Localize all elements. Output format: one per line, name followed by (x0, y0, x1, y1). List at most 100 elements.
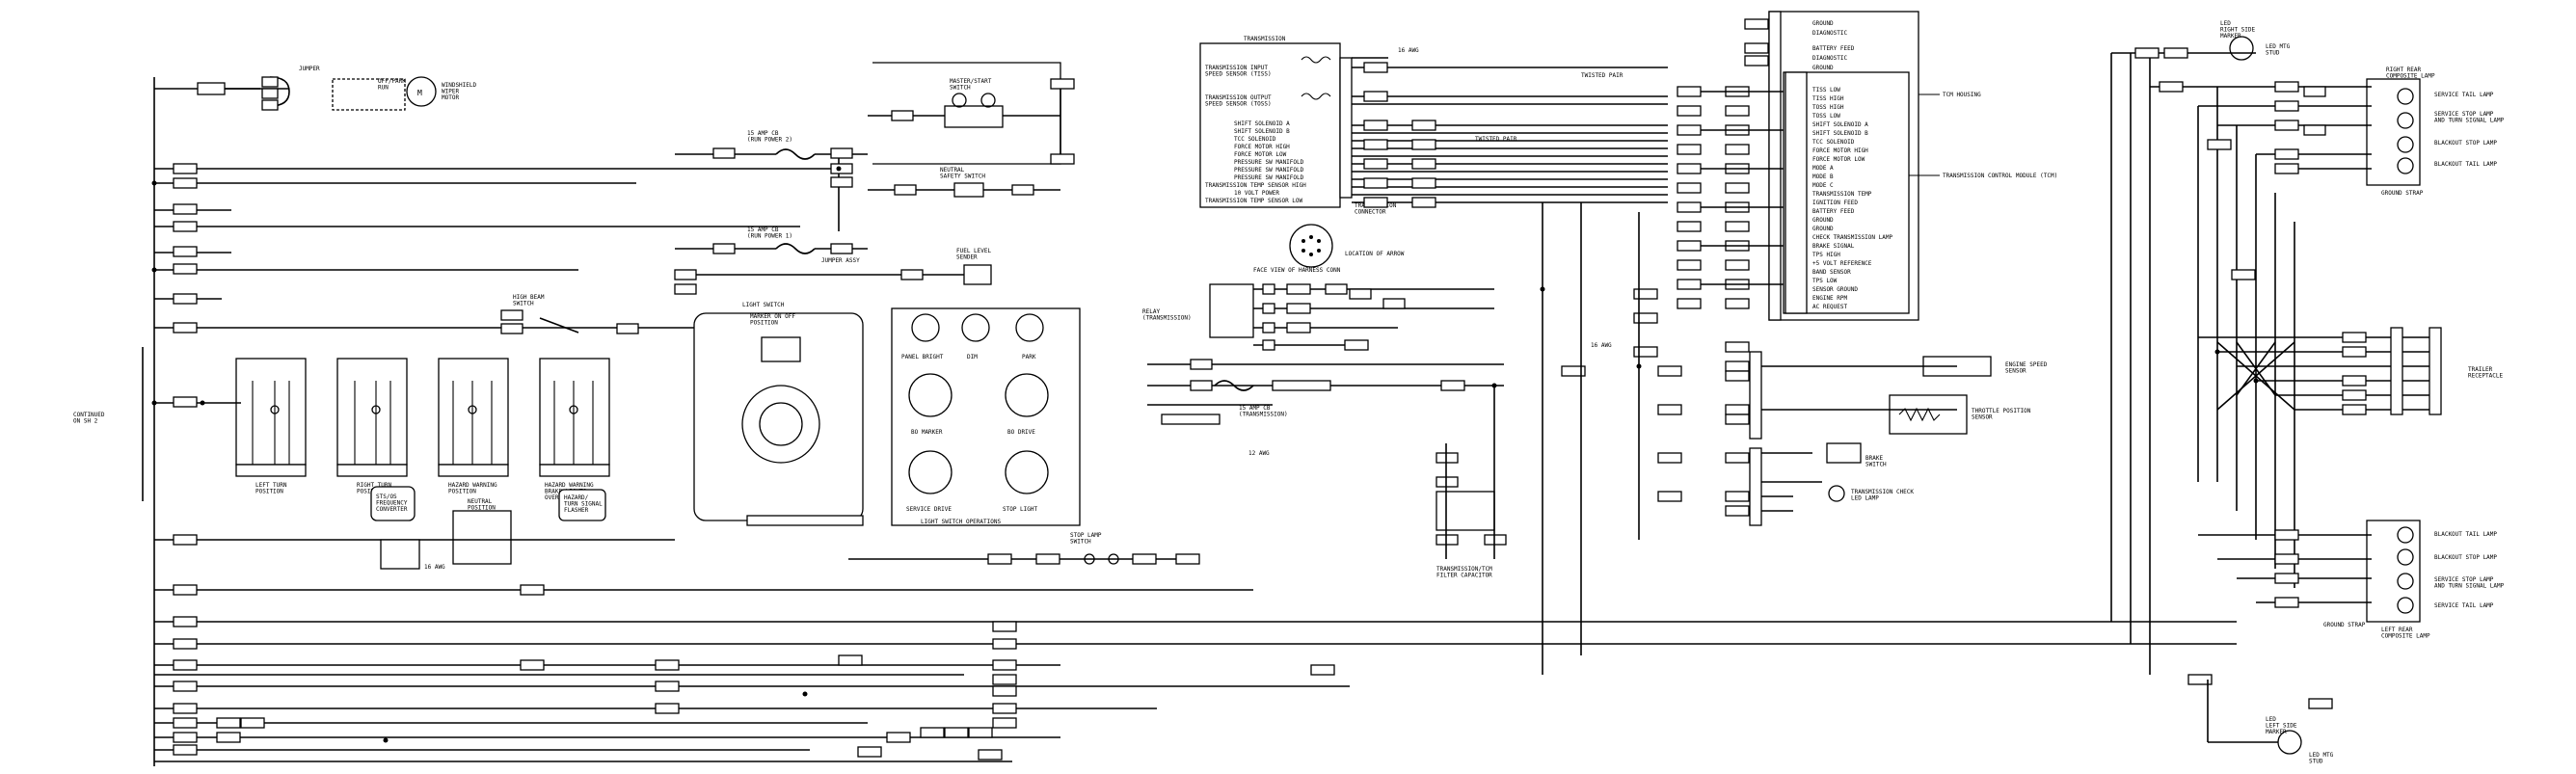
trans-sig-7: PRESSURE SW MANIFOLD (1234, 174, 1304, 181)
tcm-pin: TOSS LOW (1812, 113, 1840, 120)
trans-sig-3: FORCE MOTOR HIGH (1234, 144, 1290, 150)
tcm-pin: TPS LOW (1812, 278, 1838, 284)
tcm-pin: TPS HIGH (1812, 252, 1840, 258)
trans-sig-9: 10 VOLT POWER (1234, 190, 1279, 197)
cb2-label: 15 AMP CB(RUN POWER 2) (747, 130, 792, 144)
bo-drive-label: BO DRIVE (1007, 429, 1035, 436)
ground-strap-label: GROUND STRAP (2381, 190, 2424, 197)
dim-label: DIM (967, 354, 978, 360)
tcm-pin: CHECK TRANSMISSION LAMP (1812, 234, 1892, 241)
left-rear-composite: BLACKOUT TAIL LAMP BLACKOUT STOP LAMP SE… (2323, 520, 2505, 640)
tcm-top-1: DIAGNOSTIC (1812, 30, 1848, 37)
tcm-top-0: GROUND (1812, 20, 1834, 27)
tcm-pin: TISS LOW (1812, 87, 1840, 93)
tcm-pin: BATTERY FEED (1812, 208, 1855, 215)
trans-sig-4: FORCE MOTOR LOW (1234, 151, 1287, 158)
tcm-pin: MODE A (1812, 165, 1834, 172)
tcm-pin: MODE B (1812, 173, 1834, 180)
tcm-pin: IGNITION FEED (1812, 200, 1858, 206)
transmission-label: TRANSMISSION (1244, 36, 1286, 42)
service-drive-label: SERVICE DRIVE (906, 506, 952, 513)
tcm-label: TRANSMISSION CONTROL MODULE (TCM) (1943, 173, 2057, 179)
tcm-pin: TISS HIGH (1812, 95, 1844, 102)
cb-transmission: 15 AMP CB(TRANSMISSION) 12 AWG (1147, 359, 1504, 457)
bo-marker-label: BO MARKER (911, 429, 943, 436)
tcm-pin: SHIFT SOLENOID A (1812, 121, 1868, 128)
trans-sig-10: TRANSMISSION TEMP SENSOR LOW (1205, 198, 1303, 204)
wire-label-boxes (173, 82, 1335, 761)
tcm-pin: TOSS HIGH (1812, 104, 1844, 111)
tcm-housing-label: TCM HOUSING (1943, 92, 1981, 98)
tcm-pin: AC REQUEST (1812, 304, 1848, 310)
trans-sig-1: SHIFT SOLENOID B (1234, 128, 1290, 135)
location-arrow-label: LOCATION OF ARROW (1345, 251, 1405, 257)
awg16-label: 16 AWG (424, 564, 445, 571)
trans-sig-2: TCC SOLENOID (1234, 136, 1276, 143)
trans-sig-6: PRESSURE SW MANIFOLD (1234, 167, 1304, 173)
blackout-tail-label: BLACKOUT TAIL LAMP (2434, 161, 2497, 168)
tcm-pin: +5 VOLT REFERENCE (1812, 260, 1872, 267)
light-switch-operations: PANEL BRIGHT DIM PARK BO MARKER BO DRIVE… (891, 307, 1081, 526)
jumper-assy-label: JUMPER ASSY (821, 257, 860, 264)
tcm-top-2: BATTERY FEED (1812, 45, 1855, 52)
tcm-housing: TCM HOUSING TRANSMISSION CONTROL MODULE … (1768, 11, 2057, 321)
tcm-pin: BAND SENSOR (1812, 269, 1851, 276)
tcm-pin: BRAKE SIGNAL (1812, 243, 1855, 250)
relay-transmission: RELAY(TRANSMISSION) (1142, 283, 1494, 351)
relay-label: RELAY(TRANSMISSION) (1142, 308, 1192, 322)
cb-run-power-1: 15 AMP CB(RUN POWER 1) JUMPER ASSY (675, 227, 868, 264)
blackout-stop-label: BLACKOUT STOP LAMP (2434, 140, 2497, 147)
tcm-pin: SHIFT SOLENOID B (1812, 130, 1868, 137)
light-switch-ops-label: LIGHT SWITCH OPERATIONS (921, 519, 1001, 525)
awg16-trans-label: 16 AWG (1398, 47, 1419, 54)
svg-text:M: M (417, 89, 422, 97)
stop-light-label: STOP LIGHT (1003, 506, 1038, 513)
service-tail-label: SERVICE TAIL LAMP (2434, 92, 2494, 98)
junction-dots (151, 166, 2259, 743)
twisted-pair-1: TWISTED PAIR (1581, 72, 1623, 79)
tcm-pin: SENSOR GROUND (1812, 286, 1858, 293)
cb-run-power-2: 15 AMP CB(RUN POWER 2) (675, 130, 868, 231)
tcm-pin: GROUND (1812, 226, 1834, 232)
tcm-pin: MODE C (1812, 182, 1834, 189)
left-ground-strap-label: GROUND STRAP (2323, 622, 2366, 628)
tcm-pin-list: TISS LOW TISS HIGH TOSS HIGH TOSS LOW SH… (1812, 87, 1892, 310)
left-service-tail-label: SERVICE TAIL LAMP (2434, 602, 2494, 609)
